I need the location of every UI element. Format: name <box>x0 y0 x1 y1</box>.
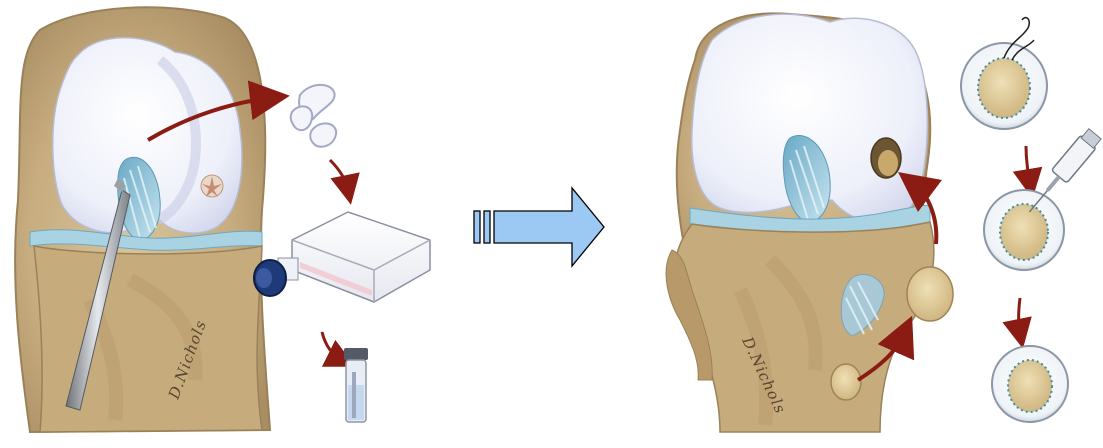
right-defect-hole <box>871 138 901 178</box>
right-tibia-bone <box>675 222 934 432</box>
dish-injection <box>984 127 1103 270</box>
transition-arrow <box>474 188 604 266</box>
harvested-graft-disc <box>907 267 953 321</box>
dish1-to-dish2-arrow <box>1026 146 1030 184</box>
culture-flask <box>254 212 430 302</box>
flask-to-vial-arrow <box>322 332 342 360</box>
cartilage-chips <box>291 85 336 147</box>
donor-graft-site <box>831 364 861 400</box>
right-knee-illustration: D.Nichols <box>666 13 953 432</box>
dish-final-patch <box>992 346 1068 422</box>
cell-vial <box>344 348 368 422</box>
dish2-to-dish3-arrow <box>1019 298 1021 334</box>
left-cartilage-defect <box>201 175 223 197</box>
left-knee-illustration: D.Nichols <box>15 7 270 432</box>
culture-steps <box>254 85 430 422</box>
chips-to-flask-arrow <box>330 160 348 190</box>
patch-steps <box>961 18 1103 422</box>
dish-sutured-patch <box>961 18 1047 129</box>
